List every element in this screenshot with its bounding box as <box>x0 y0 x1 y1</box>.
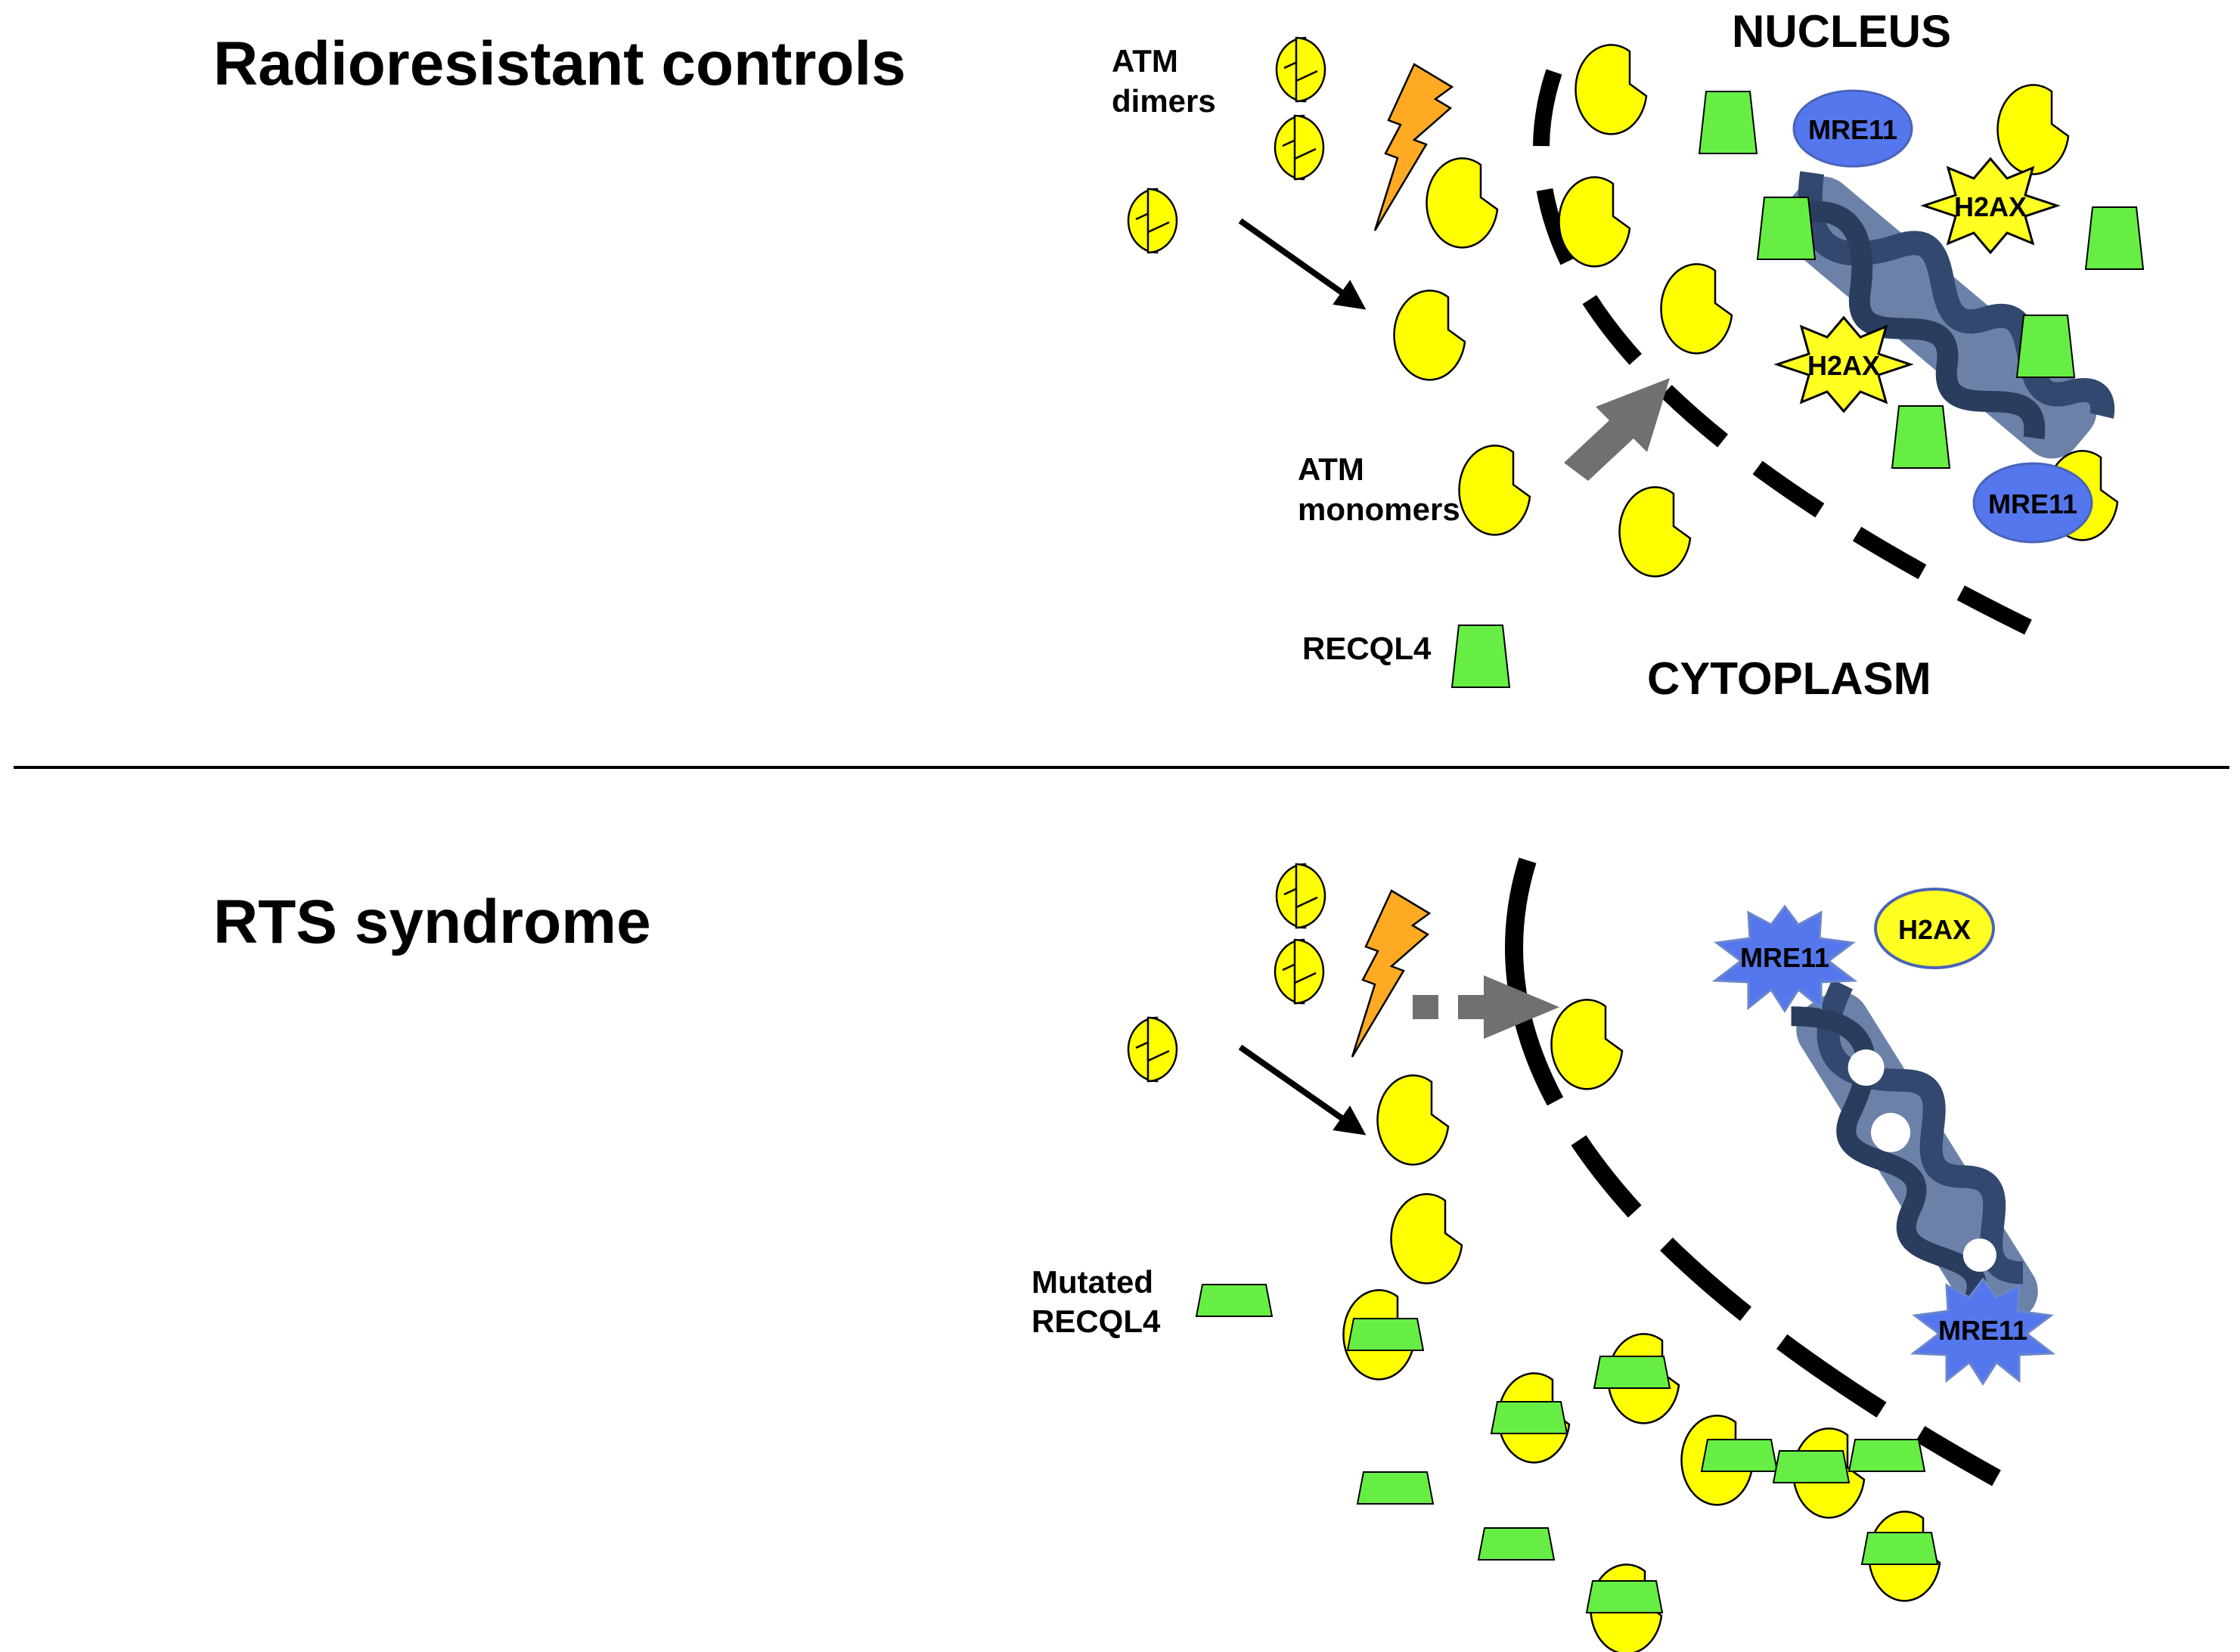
h2ax-label: H2AX <box>1954 191 2027 222</box>
mutated-recql4-icon <box>1491 1401 1568 1434</box>
recql4-icon <box>2085 206 2144 270</box>
label-recql4: RECQL4 <box>1302 631 1432 666</box>
atm-dimer-icon <box>1275 36 1326 103</box>
h2ax-burst: H2AX <box>1776 316 1912 413</box>
recql4-icon <box>1891 405 1950 469</box>
h2ax-label: H2AX <box>1807 350 1880 381</box>
mutated-recql4-icon <box>1861 1532 1938 1565</box>
bottom-panel: RTS syndrome <box>213 857 2054 1652</box>
atm-monomer-icon <box>1575 44 1648 135</box>
atm-monomer-icon <box>1376 1074 1450 1166</box>
mutated-recql4-icon <box>1347 1318 1424 1351</box>
mutated-recql4-icon <box>1196 1284 1273 1317</box>
label-atm-monomers-line1: ATM <box>1298 451 1364 487</box>
top-panel-title: Radioresistant controls <box>213 29 906 98</box>
h2ax-label: H2AX <box>1898 914 1971 945</box>
mre11-label: MRE11 <box>1988 488 2077 519</box>
mutated-recql4-icon <box>1593 1356 1671 1389</box>
atm-monomer-icon <box>1996 84 2070 175</box>
label-mutated-recql4-line2: RECQL4 <box>1032 1303 1161 1339</box>
atm-dimer-icon <box>1274 114 1325 181</box>
label-atm-dimers-line2: dimers <box>1112 83 1216 119</box>
import-arrow-icon <box>1564 378 1670 481</box>
mre11-oval: MRE11 <box>1792 89 1913 168</box>
atm-dimer-icon <box>1274 938 1325 1005</box>
mutated-recql4-icon <box>1848 1439 1925 1472</box>
mutated-recql4-icon <box>1357 1471 1434 1505</box>
lightning-icon-bottom <box>1351 889 1431 1058</box>
mutated-recql4-icon <box>1586 1580 1663 1613</box>
label-atm-monomers-line2: monomers <box>1298 491 1460 527</box>
dna-helix-bottom <box>1791 979 2038 1330</box>
dimer-dissociation-arrow <box>1238 1044 1367 1136</box>
atm-monomer-icon <box>1426 157 1499 249</box>
atm-monomer-icon <box>1390 1193 1463 1285</box>
mre11-label: MRE11 <box>1938 1315 2027 1346</box>
mutated-recql4-icon <box>1773 1450 1850 1483</box>
atm-monomer-icon <box>1458 445 1531 536</box>
atm-monomer-icon <box>1558 176 1631 268</box>
atm-dimer-icon <box>1127 188 1178 254</box>
mre11-burst: MRE11 <box>1714 905 1856 1012</box>
h2ax-burst: H2AX <box>1922 157 2059 254</box>
recql4-icon <box>1451 625 1510 688</box>
mre11-label: MRE11 <box>1808 114 1897 145</box>
dna-helix-top <box>1770 171 2115 459</box>
top-panel: Radioresistant controls ATM dimers NUCLE… <box>213 6 2144 704</box>
label-mutated-recql4-line1: Mutated <box>1032 1264 1153 1300</box>
nuclear-membrane-bottom <box>1505 857 2001 1486</box>
mutated-recql4-icon <box>1701 1439 1778 1472</box>
nuclear-membrane-top <box>1532 69 2061 649</box>
label-atm-dimers-line1: ATM <box>1112 43 1178 79</box>
atm-monomer-icon <box>1660 263 1733 355</box>
dimer-dissociation-arrow <box>1238 218 1367 310</box>
atm-monomer-icon <box>1393 290 1466 381</box>
atm-monomer-icon <box>1618 486 1692 578</box>
mre11-oval: MRE11 <box>1972 462 2093 544</box>
recql4-icon <box>1757 197 1816 260</box>
atm-monomer-icon <box>1550 999 1624 1090</box>
mre11-label: MRE11 <box>1740 942 1829 973</box>
impaired-import-arrow-icon <box>1413 975 1559 1039</box>
atm-dimer-icon <box>1127 1016 1178 1083</box>
bottom-panel-title: RTS syndrome <box>213 888 651 956</box>
h2ax-oval: H2AX <box>1874 888 1995 969</box>
recql4-icon <box>2016 315 2075 378</box>
mutated-recql4-icon <box>1478 1527 1555 1561</box>
mre11-burst: MRE11 <box>1912 1278 2054 1385</box>
label-cytoplasm: CYTOPLASM <box>1647 653 1931 704</box>
recql4-icon <box>1699 91 1758 154</box>
label-nucleus: NUCLEUS <box>1732 6 1951 57</box>
atm-dimer-icon <box>1275 863 1326 929</box>
